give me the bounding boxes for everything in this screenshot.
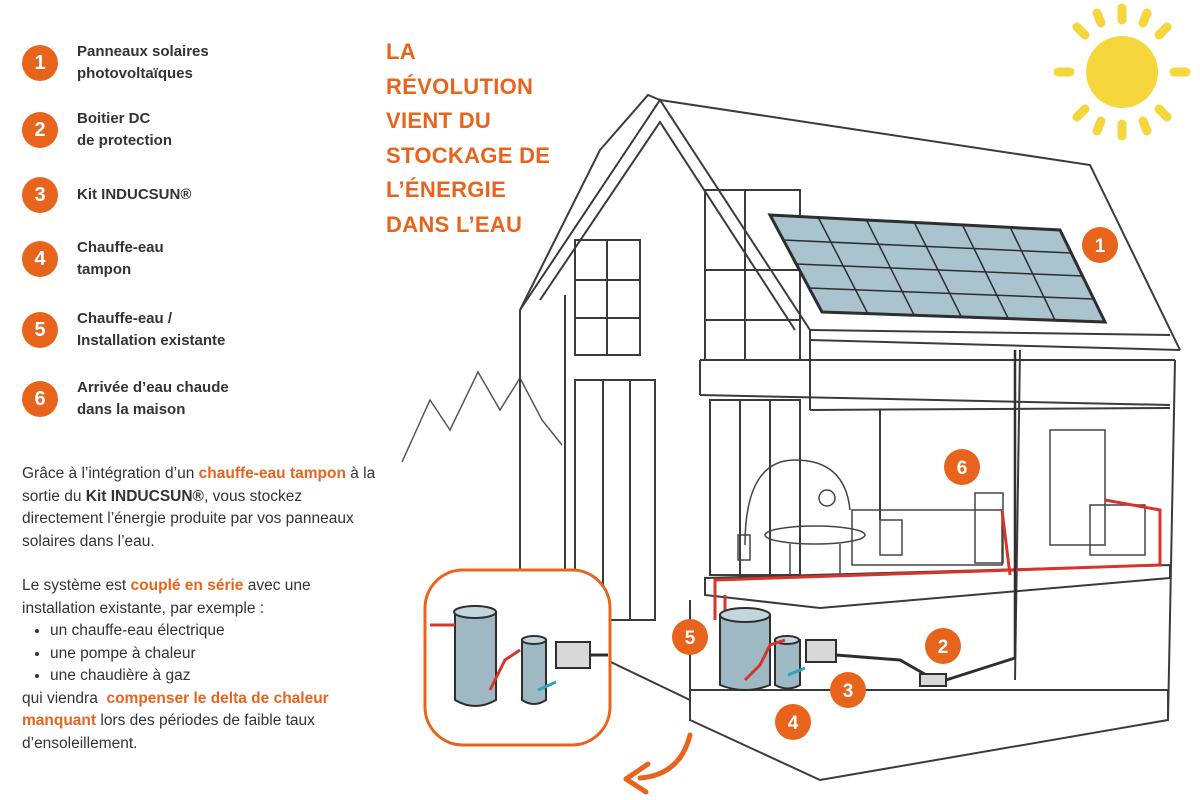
legend-number: 6 [22, 381, 58, 417]
svg-text:6: 6 [957, 458, 968, 479]
highlight-buffer-tank: chauffe-eau tampon [198, 465, 346, 482]
svg-text:4: 4 [788, 713, 799, 734]
legend-label: Chauffe-eau / Installation existante [77, 310, 226, 349]
diagram-marker-1: 1 [1082, 227, 1118, 263]
svg-text:2: 2 [938, 637, 949, 658]
legend-label: Kit INDUCSUN® [77, 186, 192, 203]
kit-name: Kit INDUCSUN® [85, 487, 204, 505]
legend-item-6: 6 Arrivée d’eau chaude dans la maison [22, 377, 229, 421]
solar-panel [767, 213, 1108, 324]
list-item: une chaudière à gaz [50, 665, 382, 688]
kitchen-interior [737, 429, 1146, 575]
house-outline [519, 93, 1181, 782]
legend-label: Chauffe-eau tampon [77, 239, 164, 278]
legend-number: 5 [22, 312, 58, 348]
legend-label: Panneaux solaires photovoltaïques [77, 43, 209, 82]
diagram-marker-2: 2 [925, 628, 961, 664]
sun-icon [1053, 3, 1191, 141]
legend-label: Arrivée d’eau chaude dans la maison [77, 379, 229, 418]
svg-text:1: 1 [1095, 236, 1106, 257]
svg-text:5: 5 [685, 628, 696, 649]
legend-item-2: 2 Boitier DC de protection [22, 108, 172, 152]
description-paragraph-1: Grâce à l’intégration d’un chauffe-eau t… [22, 465, 376, 550]
legend-label: Boitier DC de protection [77, 110, 173, 149]
basement-tanks [719, 350, 1017, 691]
diagram-marker-5: 5 [672, 619, 708, 655]
legend-item-5: 5 Chauffe-eau / Installation existante [22, 308, 225, 352]
mountains [401, 370, 563, 463]
curved-arrow-icon [623, 732, 693, 795]
description-paragraph-3: qui viendra compenser le delta de chaleu… [22, 689, 329, 752]
description-paragraph-2: Le système est couplé en série avec une … [22, 577, 311, 617]
examples-list: un chauffe-eau électrique une pompe à ch… [22, 620, 382, 688]
highlight-compensate: compenser le delta de chaleur manquant [22, 689, 329, 730]
legend-number: 4 [22, 241, 58, 277]
legend-number: 3 [22, 177, 58, 213]
svg-text:3: 3 [843, 681, 854, 702]
description: Grâce à l’intégration d’un chauffe-eau t… [22, 463, 382, 755]
diagram-marker-3: 3 [830, 672, 866, 708]
legend-item-1: 1 Panneaux solaires photovoltaïques [22, 41, 209, 85]
list-item: une pompe à chaleur [50, 643, 382, 666]
legend-item-3: 3 Kit INDUCSUN® [22, 177, 191, 213]
list-item: un chauffe-eau électrique [50, 620, 382, 643]
diagram-marker-6: 6 [944, 449, 980, 485]
headline: LA RÉVOLUTION VIENT DU STOCKAGE DE L’ÉNE… [386, 39, 551, 237]
legend-number: 1 [22, 45, 58, 81]
highlight-series: couplé en série [130, 577, 244, 594]
zoom-inset [423, 568, 612, 747]
hot-water-pipes [713, 498, 1162, 620]
legend-number: 2 [22, 112, 58, 148]
diagram-marker-4: 4 [775, 704, 811, 740]
legend-item-4: 4 Chauffe-eau tampon [22, 237, 164, 281]
